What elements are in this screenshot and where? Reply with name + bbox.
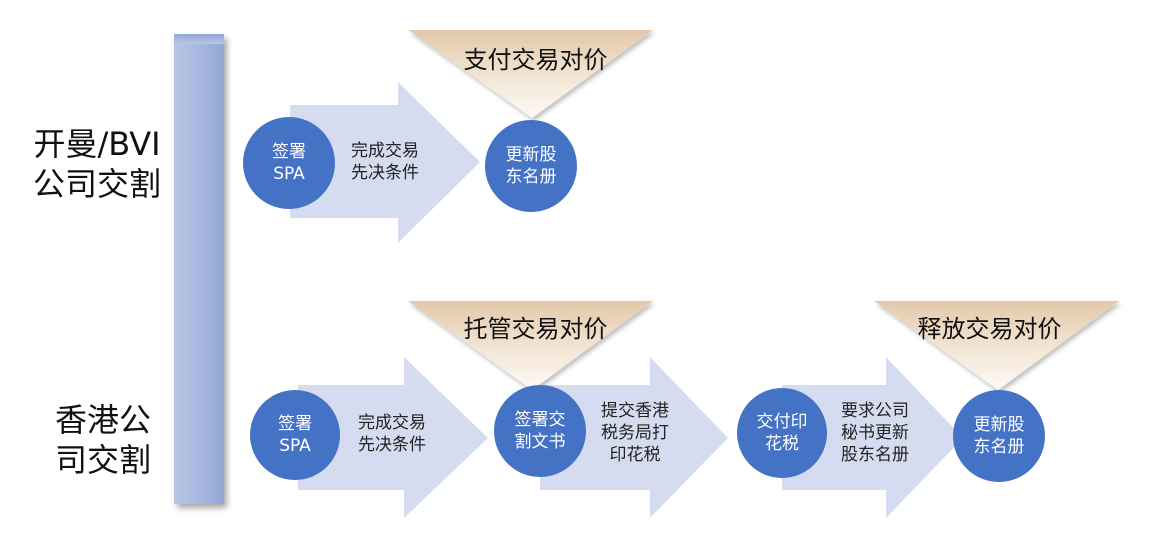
payment-label-release: 释放交易对价: [917, 315, 1062, 343]
step-sign-spa-row1: 签署 SPA: [243, 117, 335, 209]
arrow-row2-step3: [782, 357, 963, 518]
arrow-text-stamp-duty: 提交香港 税务局打 印花税: [601, 401, 669, 465]
payment-label-escrow: 托管交易对价: [463, 315, 608, 343]
arrow-text-secretary-update: 要求公司 秘书更新 股东名册: [841, 401, 909, 465]
arrow-row2-step2: [540, 357, 728, 518]
step-sign-spa-row2: 签署 SPA: [250, 390, 340, 480]
payment-triangle-row2-b: [874, 301, 1119, 390]
arrow-row1-step1: [290, 82, 480, 243]
payment-triangle-row2-a: [408, 301, 653, 390]
vertical-divider-bar: [174, 34, 224, 504]
step-deliver-stamp-duty: 交付印 花税: [737, 388, 827, 478]
arrow-text-row1-conditions: 完成交易 先决条件: [351, 141, 419, 183]
step-update-register-row2: 更新股 东名册: [953, 390, 1045, 482]
payment-label-row1: 支付交易对价: [463, 46, 608, 74]
row-title-cayman: 开曼/BVI 公司交割: [32, 125, 161, 203]
arrow-text-row2-conditions: 完成交易 先决条件: [358, 413, 426, 455]
payment-triangle-row1: [408, 30, 653, 118]
step-sign-closing-docs: 签署交 割文书: [494, 385, 586, 477]
arrow-row2-step1: [298, 357, 488, 518]
step-update-register-row1: 更新股 东名册: [485, 120, 577, 212]
divider-bar-cap: [174, 34, 224, 44]
row-title-hongkong: 香港公 司交割: [54, 401, 151, 479]
